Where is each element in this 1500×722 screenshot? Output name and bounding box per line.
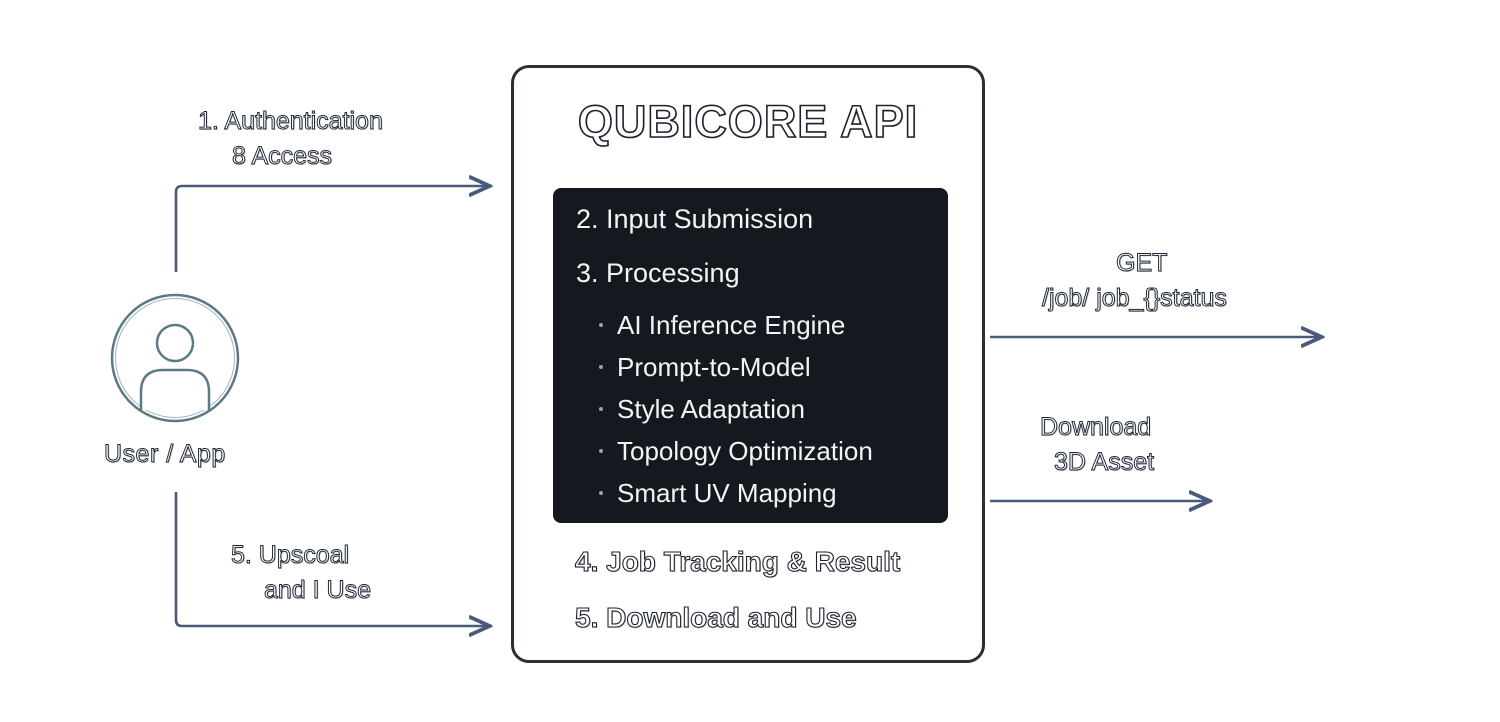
download-use-step: 5. Download and Use (574, 601, 857, 633)
processing-item-label: AI Inference Engine (617, 310, 846, 340)
processing-list: AI Inference Engine Prompt-to-Model Styl… (599, 304, 873, 514)
processing-item-label: Topology Optimization (617, 436, 873, 466)
upscale-use-label: 5. Upscoal and I Use (230, 538, 372, 608)
download-label-line-2: 3D Asset (1053, 448, 1155, 477)
bullet-dot-icon (599, 491, 603, 495)
upscale-label-line-1: 5. Upscoal (230, 541, 350, 570)
list-item: AI Inference Engine (599, 304, 873, 346)
user-avatar-icon (110, 293, 240, 423)
get-status-label: GET /job/ job_{}status (1042, 246, 1228, 316)
list-item: Topology Optimization (599, 430, 873, 472)
download-label-line-1: Download (1039, 413, 1152, 442)
get-label-line-1: GET (1116, 249, 1168, 278)
processing-item-label: Style Adaptation (617, 394, 805, 424)
processing-panel: 2. Input Submission 3. Processing AI Inf… (553, 188, 948, 523)
auth-access-label: 1. Authentication 8 Access (198, 104, 384, 174)
upscale-arrow (174, 492, 490, 626)
processing-step: 3. Processing (576, 258, 740, 288)
list-item: Prompt-to-Model (599, 346, 873, 388)
auth-label-line-1: 1. Authentication (198, 107, 384, 136)
bullet-dot-icon (599, 365, 603, 369)
processing-item-label: Smart UV Mapping (617, 478, 837, 508)
bullet-dot-icon (599, 323, 603, 327)
api-title: QUBICORE API (577, 95, 919, 148)
bullet-dot-icon (599, 407, 603, 411)
upscale-label-line-2: and I Use (263, 576, 372, 605)
download-asset-label: Download 3D Asset (1039, 410, 1155, 480)
bullet-dot-icon (599, 449, 603, 453)
list-item: Smart UV Mapping (599, 472, 873, 514)
processing-item-label: Prompt-to-Model (617, 352, 811, 382)
list-item: Style Adaptation (599, 388, 873, 430)
job-tracking-step: 4. Job Tracking & Result (574, 545, 901, 577)
get-label-line-2: /job/ job_{}status (1042, 284, 1228, 313)
input-submission-step: 2. Input Submission (576, 204, 814, 234)
user-app-label: User / App (104, 440, 226, 469)
auth-label-line-2: 8 Access (232, 142, 333, 171)
auth-arrow (174, 186, 490, 272)
